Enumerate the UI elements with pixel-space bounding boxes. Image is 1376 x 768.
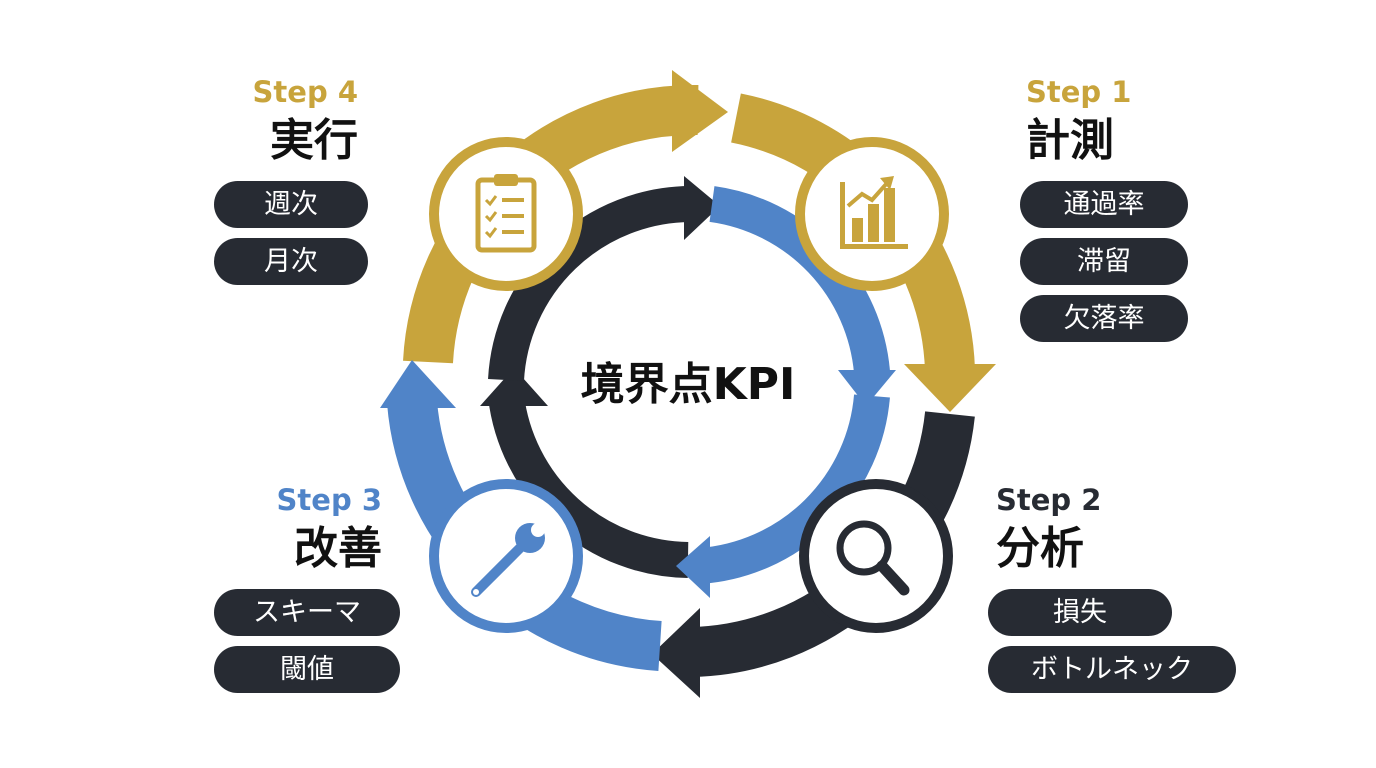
step4-label: Step 4: [252, 75, 358, 109]
step3-title: 改善: [294, 523, 382, 574]
magnifier-icon: [836, 520, 910, 596]
outer-arrowhead-dark: [652, 608, 700, 698]
step3-label: Step 3: [276, 483, 382, 517]
step4-tag-2: 月次: [214, 238, 368, 285]
wrench-icon: [471, 523, 545, 597]
step1-block: Step 1 計測 通過率 滞留 欠落率: [1020, 78, 1188, 352]
center-label: 境界点KPI: [580, 359, 796, 410]
step1-icon-circle: [795, 137, 949, 291]
outer-arrowhead-gold-top: [672, 70, 728, 152]
inner-arrowhead-dark-left: [480, 368, 548, 406]
inner-arrowhead-dark-top: [684, 176, 720, 240]
step3-block: Step 3 改善 スキーマ 閾値: [214, 486, 400, 703]
step3-tag-2: 閾値: [214, 646, 400, 693]
step1-tag-3: 欠落率: [1020, 295, 1188, 342]
step1-tag-1: 通過率: [1020, 181, 1188, 228]
step1-tag-2: 滞留: [1020, 238, 1188, 285]
step1-title: 計測: [1026, 115, 1114, 166]
step4-block: Step 4 実行 週次 月次: [214, 78, 368, 295]
step2-icon-circle: [799, 479, 953, 633]
step4-tag-1: 週次: [214, 181, 368, 228]
step4-icon-circle: [429, 137, 583, 291]
inner-arrowhead-blue-bottom: [676, 536, 710, 598]
step1-label: Step 1: [1026, 75, 1132, 109]
step2-block: Step 2 分析 損失 ボトルネック: [988, 486, 1236, 703]
step2-title: 分析: [996, 523, 1084, 574]
inner-arrowhead-blue-right: [838, 370, 896, 406]
step3-icon-circle: [429, 479, 583, 633]
outer-arrowhead-blue: [380, 360, 456, 408]
outer-arrowhead-gold-right: [904, 364, 996, 412]
step2-tag-1: 損失: [988, 589, 1172, 636]
clipboard-checklist-icon: [475, 174, 537, 253]
bar-chart-icon: [840, 176, 908, 249]
step2-label: Step 2: [996, 483, 1102, 517]
step2-tag-2: ボトルネック: [988, 646, 1236, 693]
step4-title: 実行: [270, 115, 358, 166]
step3-tag-1: スキーマ: [214, 589, 400, 636]
